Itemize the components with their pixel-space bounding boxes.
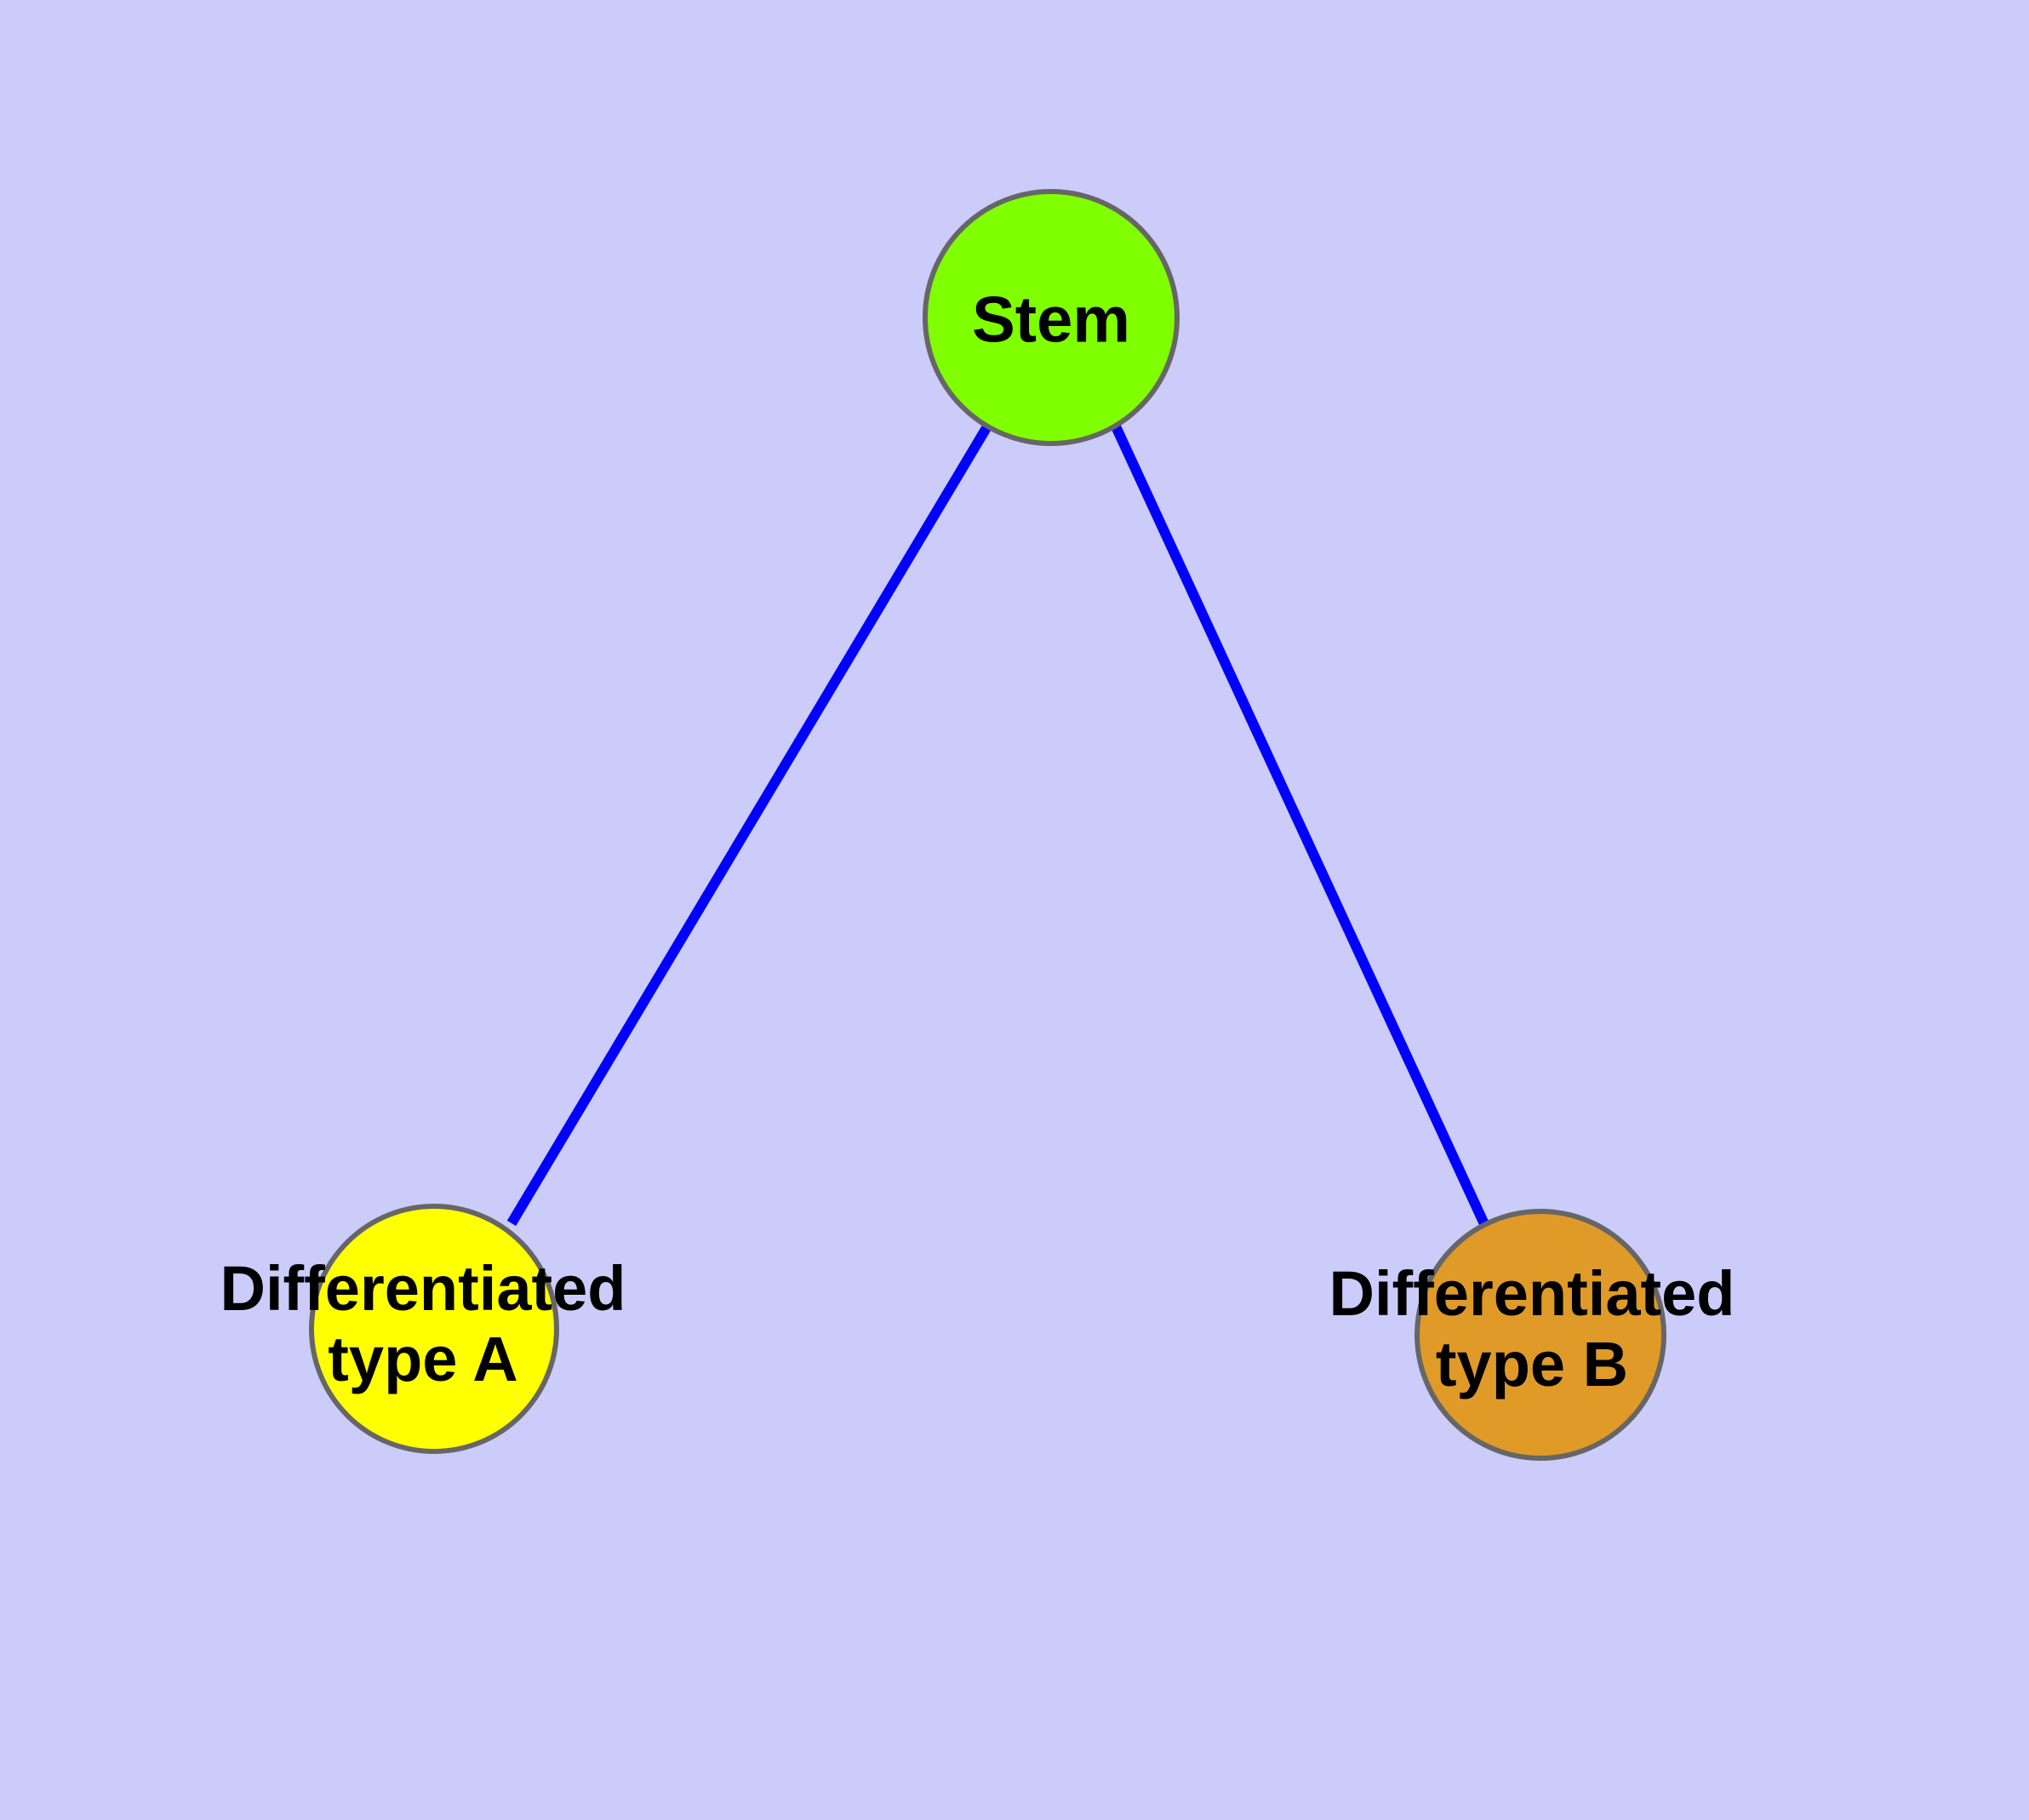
node-layer: [309, 189, 1666, 1461]
graph-node-diff_b[interactable]: [1415, 1209, 1666, 1461]
edge-layer: [506, 423, 1490, 1228]
graph-edge: [1111, 424, 1490, 1228]
graph-node-stem[interactable]: [923, 189, 1180, 446]
graph-node-diff_a[interactable]: [309, 1204, 559, 1454]
graph-edge: [506, 423, 992, 1227]
